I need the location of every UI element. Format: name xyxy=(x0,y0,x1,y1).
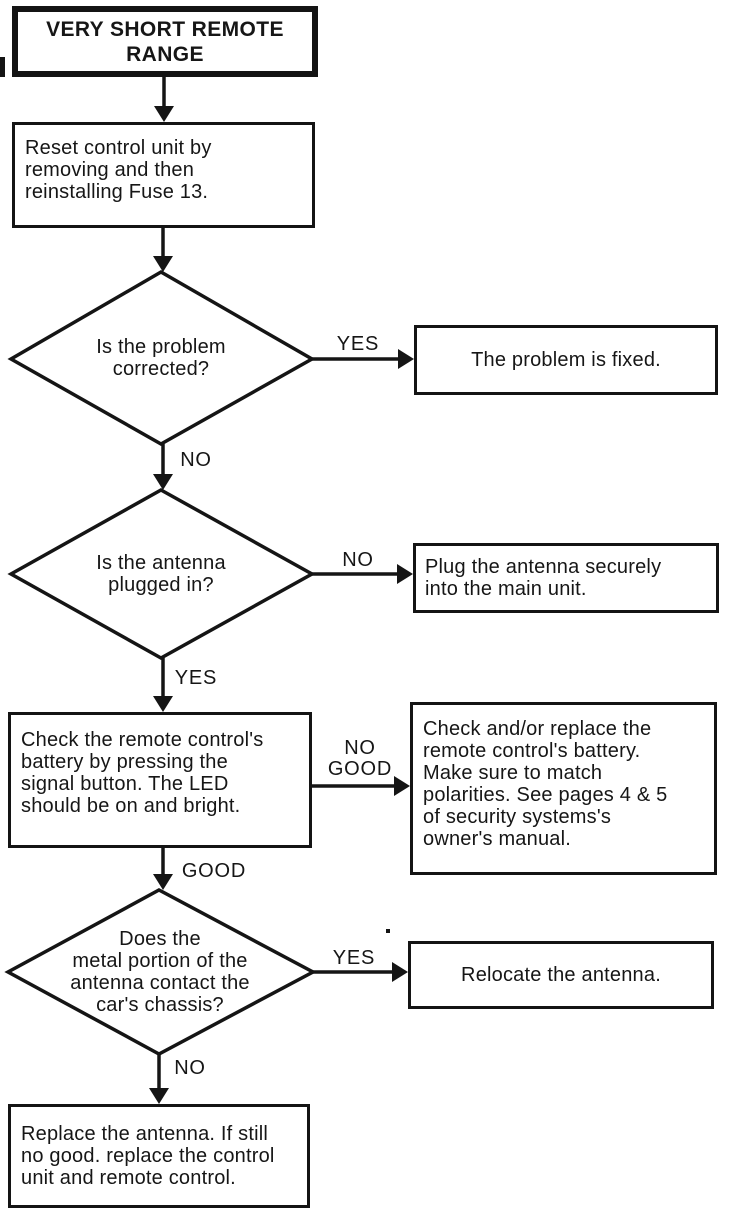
result-problem-fixed-text: The problem is fixed. xyxy=(471,349,661,371)
result-problem-fixed: The problem is fixed. xyxy=(414,325,718,395)
start-node-label: VERY SHORT REMOTE RANGE xyxy=(46,17,284,66)
process-check-battery: Check the remote control's battery by pr… xyxy=(8,712,312,848)
action-replace-battery-text: Check and/or replace the remote control'… xyxy=(423,718,668,850)
connector-chassis-no-to-replace-antenna xyxy=(149,1054,169,1104)
edge-label-battery-good: GOOD xyxy=(181,860,247,882)
scan-artifact-left-edge xyxy=(0,57,5,77)
edge-label-problem-no: NO xyxy=(180,449,212,471)
edge-label-problem-yes: YES xyxy=(336,333,380,355)
edge-label-battery-no-good: NO GOOD xyxy=(327,737,393,780)
process-reset-text: Reset control unit by removing and then … xyxy=(25,137,212,203)
process-reset-control-unit: Reset control unit by removing and then … xyxy=(12,122,315,228)
connector-problem-yes-to-fixed xyxy=(312,349,414,369)
decision-antenna-text: Is the antenna plugged in? xyxy=(96,552,226,596)
connector-start-to-reset xyxy=(154,77,174,122)
edge-label-chassis-no: NO xyxy=(174,1057,206,1079)
action-relocate-antenna-text: Relocate the antenna. xyxy=(461,964,661,986)
decision-problem-shape xyxy=(7,269,316,447)
connector-battery-nogood-to-replace-battery xyxy=(312,776,410,796)
decision-problem-text: Is the problem corrected? xyxy=(96,336,226,380)
action-plug-antenna: Plug the antenna securely into the main … xyxy=(413,543,719,613)
edge-label-antenna-yes: YES xyxy=(174,667,218,689)
connector-chassis-yes-to-relocate xyxy=(313,962,408,982)
action-replace-battery: Check and/or replace the remote control'… xyxy=(410,702,717,875)
process-check-battery-text: Check the remote control's battery by pr… xyxy=(21,729,264,817)
edge-label-chassis-yes: YES xyxy=(332,947,376,969)
connector-reset-to-decision-problem xyxy=(153,228,173,272)
connector-problem-no-to-decision-antenna xyxy=(153,444,173,490)
action-replace-antenna: Replace the antenna. If still no good. r… xyxy=(8,1104,310,1208)
action-replace-antenna-text: Replace the antenna. If still no good. r… xyxy=(21,1123,275,1189)
scan-artifact-dot xyxy=(386,929,390,933)
connector-antenna-no-to-plug xyxy=(312,564,413,584)
connector-battery-good-to-decision-chassis xyxy=(153,848,173,890)
action-relocate-antenna: Relocate the antenna. xyxy=(408,941,714,1009)
start-node-very-short-remote-range: VERY SHORT REMOTE RANGE xyxy=(12,6,318,77)
decision-antenna-shape xyxy=(7,487,316,661)
edge-label-antenna-no: NO xyxy=(342,549,374,571)
connector-antenna-yes-to-check-battery xyxy=(153,658,173,712)
decision-chassis-text: Does the metal portion of the antenna co… xyxy=(70,928,250,1016)
action-plug-antenna-text: Plug the antenna securely into the main … xyxy=(425,556,662,600)
